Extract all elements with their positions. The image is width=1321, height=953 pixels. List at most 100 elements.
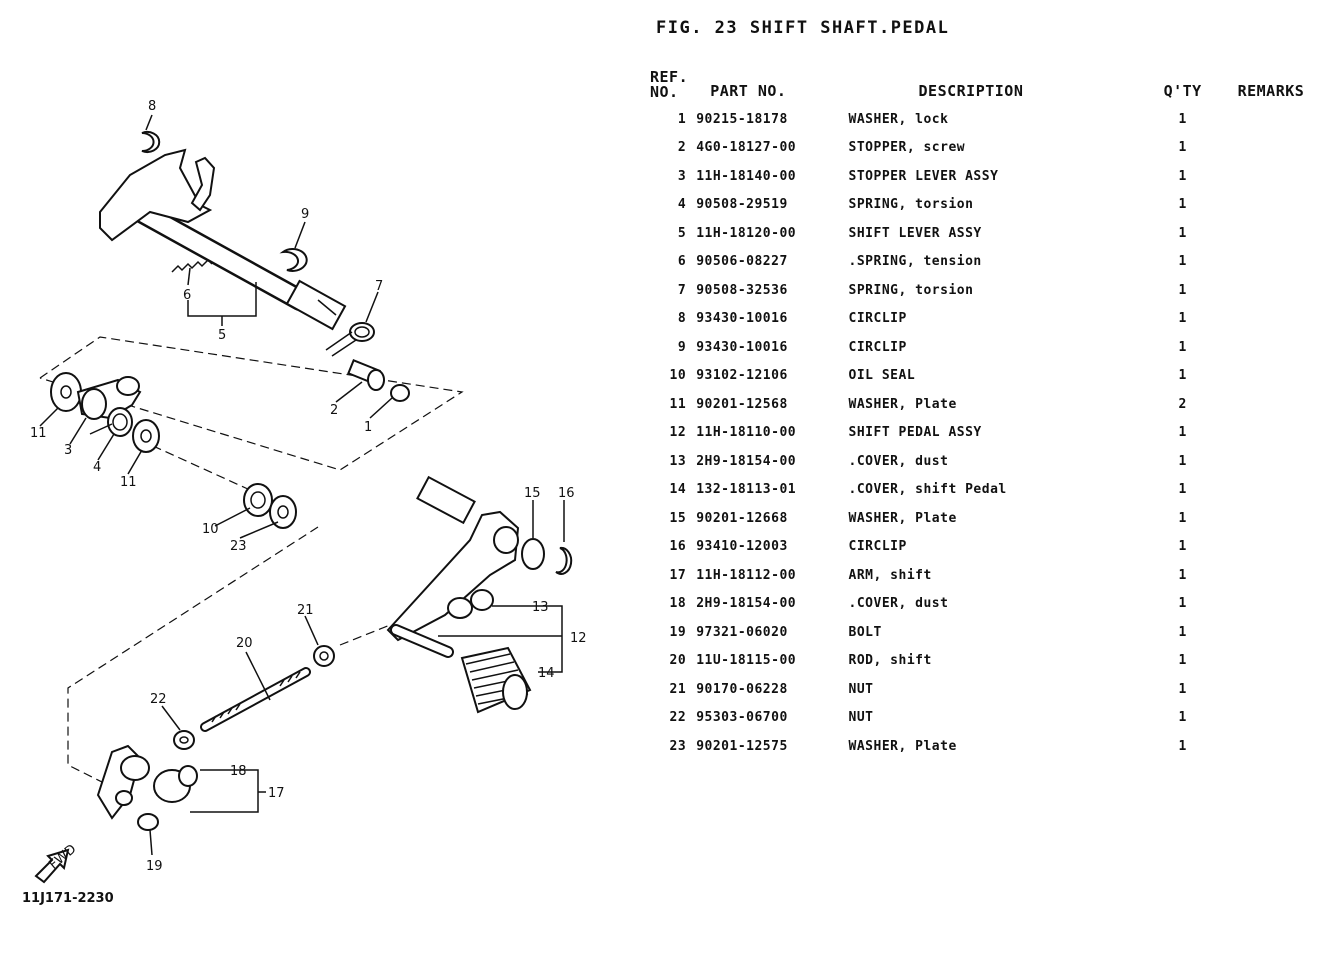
callout-15: 15 xyxy=(524,486,541,501)
table-row: 1 90215-18178 WASHER, lock 1 xyxy=(650,105,1321,134)
ref-cell: 14 xyxy=(669,482,687,498)
part-number-cell: 132-18113-01 xyxy=(696,482,797,498)
part-number-cell: 97321-06020 xyxy=(696,624,788,640)
callout-1: 1 xyxy=(364,420,372,435)
description-cell: SHIFT LEVER ASSY xyxy=(848,225,982,241)
part-number-cell: 93410-12003 xyxy=(696,539,788,555)
callout-9: 9 xyxy=(301,207,309,222)
nut-22-part xyxy=(173,730,195,750)
ref-cell: 21 xyxy=(669,681,687,697)
header-description: DESCRIPTION xyxy=(918,82,1024,100)
assembly-frame-upper xyxy=(39,336,464,471)
ref-cell: 2 xyxy=(677,140,687,156)
callout-5: 5 xyxy=(218,328,226,343)
callout-23: 23 xyxy=(230,539,247,554)
leader-lines xyxy=(39,114,565,856)
ref-cell: 4 xyxy=(677,197,687,213)
quantity-cell: 1 xyxy=(1178,567,1187,583)
callout-22: 22 xyxy=(150,692,167,707)
callout-2: 2 xyxy=(330,403,338,418)
remarks-cell xyxy=(1221,675,1321,704)
description-cell: SPRING, torsion xyxy=(848,197,974,213)
quantity-cell: 1 xyxy=(1178,681,1187,697)
assembly-frame-lower xyxy=(67,526,319,791)
ref-cell: 16 xyxy=(669,539,687,555)
quantity-cell: 1 xyxy=(1178,282,1187,298)
torsion-spring-7-part xyxy=(325,322,375,357)
remarks-cell xyxy=(1221,105,1321,134)
exploded-parts-diagram: FWD 8 9 6 5 7 2 1 11 3 xyxy=(22,99,587,906)
callout-7: 7 xyxy=(375,279,383,294)
description-cell: .COVER, dust xyxy=(848,596,949,612)
callout-3: 3 xyxy=(64,443,72,458)
part-number-cell: 11H-18140-00 xyxy=(696,168,797,184)
description-cell: NUT xyxy=(848,710,874,726)
quantity-cell: 1 xyxy=(1178,111,1187,127)
description-cell: NUT xyxy=(848,681,874,697)
quantity-cell: 1 xyxy=(1178,653,1187,669)
part-number-cell: 90215-18178 xyxy=(696,111,788,127)
description-cell: STOPPER LEVER ASSY xyxy=(848,168,999,184)
description-cell: .SPRING, tension xyxy=(848,254,982,270)
ref-cell: 10 xyxy=(669,368,687,384)
remarks-cell xyxy=(1221,276,1321,305)
remarks-cell xyxy=(1221,390,1321,419)
stopper-lever-group xyxy=(50,372,160,453)
ref-cell: 22 xyxy=(669,710,687,726)
forward-arrow-icon: FWD xyxy=(34,842,79,884)
quantity-cell: 1 xyxy=(1178,510,1187,526)
part-number-cell: 11U-18115-00 xyxy=(696,653,797,669)
part-number-cell: 4G0-18127-00 xyxy=(696,140,797,156)
remarks-cell xyxy=(1221,191,1321,220)
description-cell: SPRING, torsion xyxy=(848,282,974,298)
quantity-cell: 1 xyxy=(1178,738,1187,754)
table-row: 21 90170-06228 NUT 1 xyxy=(650,675,1321,704)
shift-rod-part xyxy=(200,667,311,732)
table-header-row: REF. NO. PART NO. DESCRIPTION Q'TY REMAR… xyxy=(650,56,1321,105)
figure-title: FIG. 23 SHIFT SHAFT.PEDAL xyxy=(656,18,950,38)
description-cell: ARM, shift xyxy=(848,567,932,583)
part-number-cell: 90508-29519 xyxy=(696,197,788,213)
remarks-cell xyxy=(1221,704,1321,733)
header-ref-line2: NO. xyxy=(650,83,679,101)
remarks-cell xyxy=(1221,419,1321,448)
remarks-cell xyxy=(1221,533,1321,562)
circlip-8-part xyxy=(141,131,161,153)
callout-8: 8 xyxy=(148,99,156,114)
remarks-cell xyxy=(1221,305,1321,334)
ref-cell: 23 xyxy=(669,738,687,754)
ref-cell: 6 xyxy=(677,254,687,270)
remarks-cell xyxy=(1221,447,1321,476)
callout-11b: 11 xyxy=(120,475,137,490)
description-cell: CIRCLIP xyxy=(848,539,907,555)
part-number-cell: 90201-12575 xyxy=(696,738,788,754)
stopper-screw-part xyxy=(347,358,410,402)
part-number-cell: 90170-06228 xyxy=(696,681,788,697)
part-number-cell: 11H-18110-00 xyxy=(696,425,797,441)
part-number-cell: 90201-12568 xyxy=(696,396,788,412)
quantity-cell: 1 xyxy=(1178,453,1187,469)
ref-cell: 1 xyxy=(677,111,687,127)
quantity-cell: 1 xyxy=(1178,425,1187,441)
header-ref-line1: REF. xyxy=(650,68,689,86)
description-cell: BOLT xyxy=(848,624,882,640)
remarks-cell xyxy=(1221,590,1321,619)
description-cell: WASHER, lock xyxy=(848,111,949,127)
callout-18: 18 xyxy=(230,764,247,779)
assembly-axis-line-2 xyxy=(339,624,391,646)
description-cell: .COVER, dust xyxy=(848,453,949,469)
description-cell: WASHER, Plate xyxy=(848,396,957,412)
